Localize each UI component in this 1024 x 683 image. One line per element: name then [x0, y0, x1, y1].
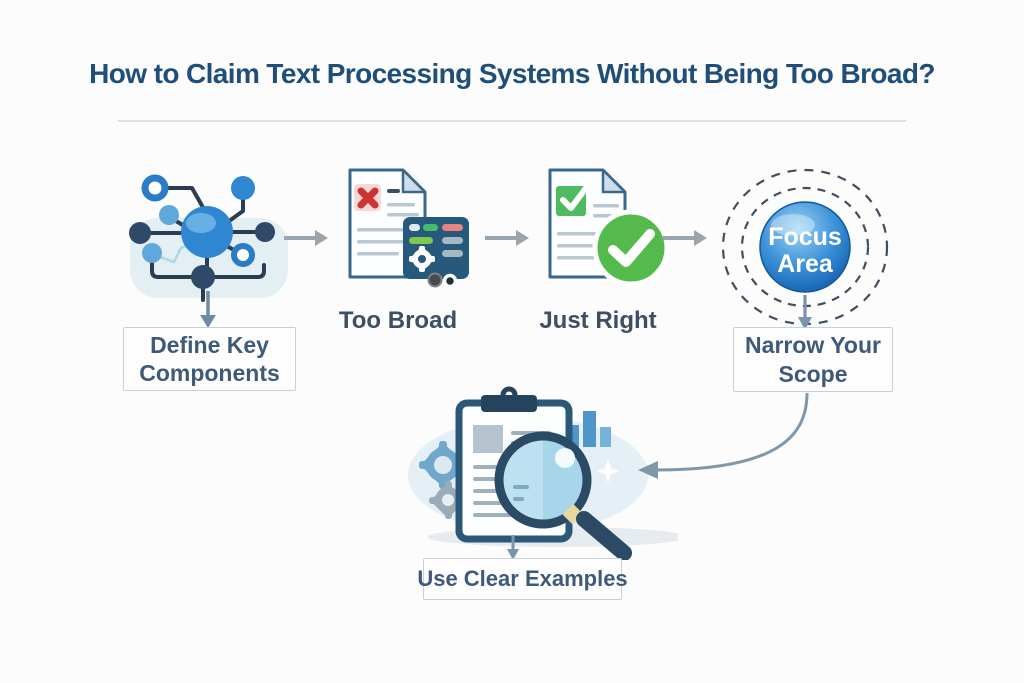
- flow-arrow-3-icon: [663, 230, 707, 246]
- flow-arrow-1-icon: [284, 230, 328, 246]
- network-diagram-icon: [129, 174, 288, 302]
- image-placeholder: [473, 425, 503, 453]
- narrow-your-scope-box: Narrow Your Scope: [733, 327, 893, 392]
- define-key-components-box: Define Key Components: [123, 327, 296, 391]
- gear-icon: [409, 246, 435, 272]
- clipboard-magnifier-icon: [408, 386, 678, 560]
- check-circle-icon: [592, 209, 670, 287]
- x-mark-icon: [357, 187, 379, 209]
- title-divider: [118, 120, 906, 122]
- down-arrow-1-icon: [200, 291, 216, 328]
- down-arrow-2-icon: [507, 535, 519, 560]
- page-title: How to Claim Text Processing Systems Wit…: [89, 58, 935, 89]
- document-approved-icon: [548, 168, 670, 287]
- just-right-label: Just Right: [539, 307, 657, 334]
- too-broad-label: Too Broad: [338, 307, 458, 334]
- sparkle-icon: [596, 459, 620, 483]
- magnifier-icon: [494, 431, 632, 560]
- sphere-text-line2: Area: [777, 250, 834, 278]
- bar-chart-icon: [568, 411, 611, 447]
- use-clear-examples-box: Use Clear Examples: [417, 558, 628, 600]
- settings-panel-bars: [409, 224, 463, 257]
- sphere-text-line1: Focus: [768, 223, 842, 251]
- document-rejected-icon: [348, 168, 469, 289]
- curved-arrow-icon: [638, 392, 809, 479]
- flow-arrow-2-icon: [485, 230, 529, 246]
- focus-sphere-icon: Focus Area: [721, 168, 889, 330]
